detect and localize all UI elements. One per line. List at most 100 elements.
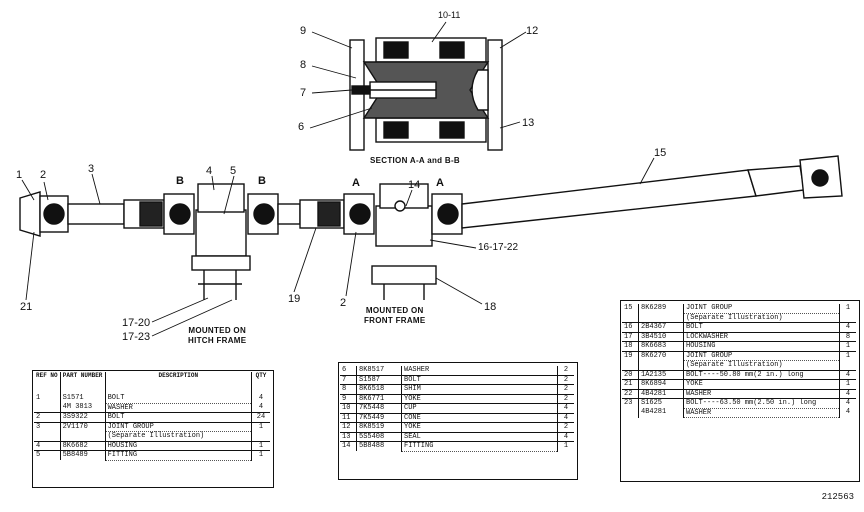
cell-part: 3B4510	[638, 331, 684, 342]
cell-qty: 1	[839, 304, 856, 313]
cell-qty: 4	[839, 408, 856, 418]
cell-desc: CONE	[401, 412, 558, 423]
callout-17-23: 17-23	[122, 331, 151, 343]
cell-desc: (Separate Illustration)	[104, 431, 252, 442]
cell-part: 2V1170	[59, 421, 106, 432]
cell-desc: YOKE	[401, 422, 558, 433]
callout-7: 7	[300, 87, 307, 99]
cell-part: 8K6894	[638, 379, 684, 389]
cell-part: 8K6682	[59, 440, 106, 451]
callout-12: 12	[526, 25, 539, 37]
cell-ref: 5	[34, 450, 61, 460]
cell-ref: 18	[622, 341, 639, 351]
parts-table-right-frame	[620, 300, 860, 482]
callout-3: 3	[88, 163, 95, 175]
parts-table-mid-frame	[338, 362, 578, 480]
cell-ref: 1	[36, 394, 41, 402]
cell-desc: CUP	[401, 403, 558, 414]
callout-6: 6	[298, 121, 305, 133]
callout-10-11: 10-11	[438, 10, 461, 20]
cell-ref: 16	[622, 322, 639, 332]
cell-part: 8K8517	[356, 366, 402, 375]
caption-hitch-line2: HITCH FRAME	[188, 336, 247, 345]
cell-desc: (Separate Illustration)	[683, 360, 840, 371]
cell-part: 3S9322	[59, 412, 106, 422]
cell-ref: 12	[340, 422, 357, 432]
cell-desc: WASHER	[104, 403, 252, 413]
cell-qty: 2	[557, 366, 574, 375]
cell-qty: 1	[839, 379, 856, 389]
cell-part	[59, 431, 106, 441]
cell-qty: 1	[839, 350, 856, 361]
cell-qty	[251, 431, 270, 441]
cell-part: 8K6289	[638, 304, 684, 313]
cell-qty: 4	[839, 398, 856, 408]
cell-desc: JOINT GROUP	[683, 350, 840, 361]
callout-21: 21	[20, 301, 33, 313]
cell-desc: YOKE	[683, 379, 840, 390]
cell-desc: BOLT----50.80 mm(2 in.) long	[683, 369, 840, 380]
cell-qty: 4	[251, 394, 270, 403]
cell-ref: 22	[622, 388, 639, 399]
cell-ref	[622, 408, 639, 418]
cell-part	[638, 313, 684, 323]
table-row: (Separate Illustration)	[622, 313, 856, 323]
cell-ref: 9	[340, 393, 357, 404]
cell-qty	[839, 360, 856, 370]
cell-desc: BOLT----63.50 mm(2.50 in.) long	[683, 398, 840, 409]
col-desc: DESCRIPTION	[104, 372, 252, 394]
caption-front-line2: FRONT FRAME	[364, 316, 426, 325]
cell-desc: YOKE	[401, 393, 558, 404]
cell-ref: 14	[340, 441, 357, 451]
col-ref: REF NO	[36, 372, 58, 379]
cell-part: S1625	[638, 398, 684, 408]
cell-qty: 1	[839, 341, 856, 351]
section-marker-b-left: B	[176, 175, 184, 187]
cell-desc: BOLT	[683, 322, 840, 333]
cell-part: 4B4281	[638, 388, 684, 399]
table-row: (Separate Illustration)	[34, 431, 270, 442]
cell-qty: 4	[839, 388, 856, 399]
table-row: (Separate Illustration)	[622, 360, 856, 371]
callout-13: 13	[522, 117, 535, 129]
cell-ref	[622, 313, 639, 323]
cell-part: 8K6270	[638, 350, 684, 361]
cell-desc: SHIM	[401, 384, 558, 395]
cell-qty: 4	[251, 403, 270, 413]
col-part: PART NUMBER	[59, 372, 106, 394]
cell-part: 8K6683	[638, 341, 684, 351]
cell-part: S1571	[59, 394, 106, 403]
cell-part: 8K6771	[356, 393, 402, 404]
callout-5: 5	[230, 165, 237, 177]
cell-ref: 15	[624, 304, 633, 312]
cell-part: 5B8488	[356, 441, 402, 451]
section-marker-a-left: A	[352, 177, 360, 189]
cell-ref	[34, 432, 60, 442]
cell-qty: 2	[557, 384, 574, 394]
cell-ref: 2	[34, 412, 61, 422]
cell-ref: 7	[340, 374, 357, 385]
parts-table-left-frame	[32, 370, 274, 488]
cell-desc: JOINT GROUP	[683, 304, 840, 314]
cell-desc: BOLT	[104, 412, 252, 423]
cell-ref: 10	[340, 403, 357, 413]
callout-14: 14	[408, 179, 421, 191]
cell-ref: 19	[622, 350, 639, 361]
